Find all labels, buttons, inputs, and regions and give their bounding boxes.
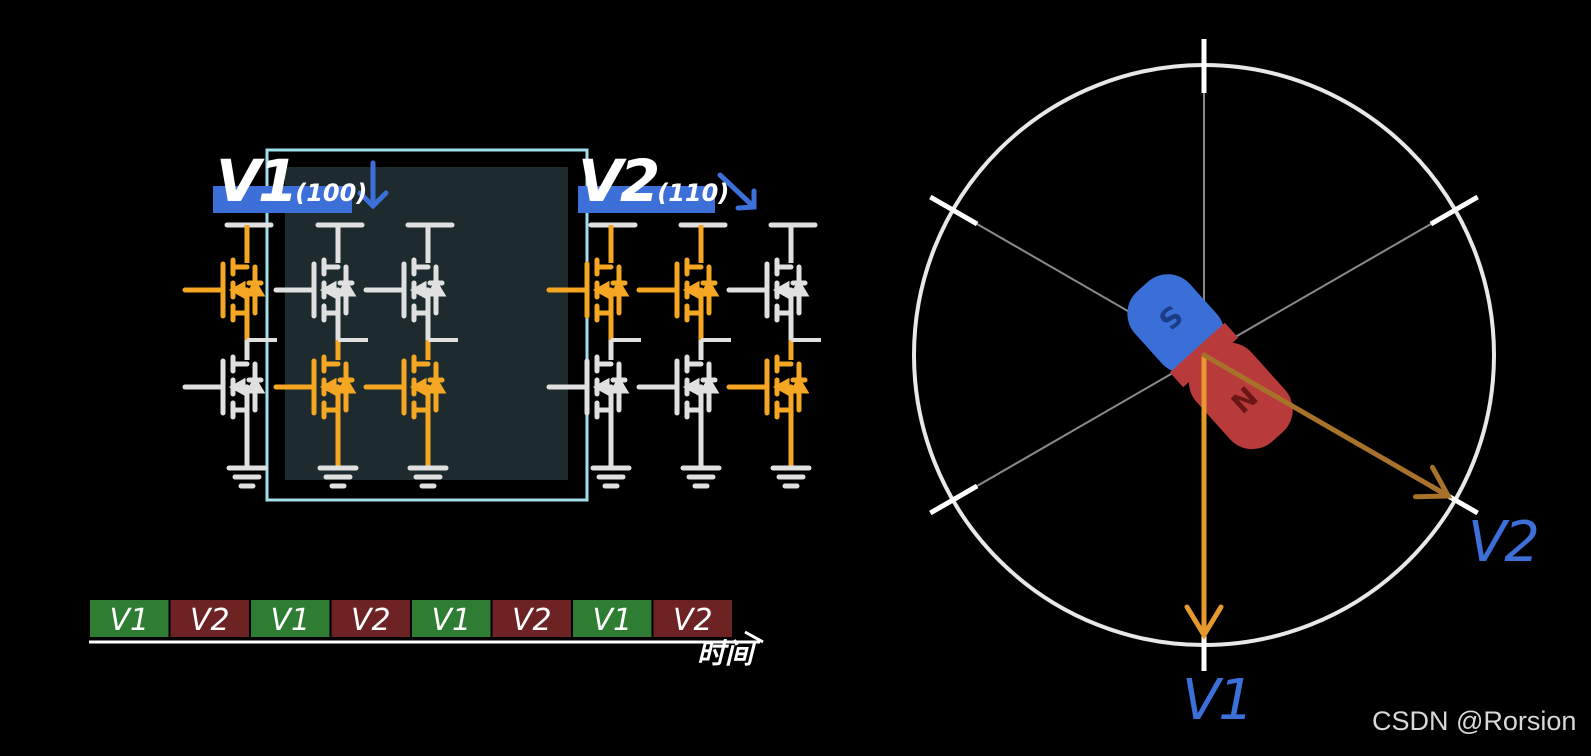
timeline-segment [90, 600, 169, 637]
timeline-segment [653, 600, 732, 637]
v1-label-bar [213, 186, 352, 213]
vector-v2-arrow-icon [1201, 352, 1453, 500]
inverter-leg [546, 222, 641, 489]
timeline-segment [412, 600, 491, 637]
vector-v2-label: V2 [1468, 510, 1540, 575]
upper-mosfet-icon [726, 257, 810, 323]
timeline-segment-label: V2 [512, 603, 552, 638]
timeline: V1 V2 V1 V2 V1 V2 V1 V2 [90, 600, 732, 638]
down-arrow-icon [357, 160, 389, 210]
sector-tick [929, 194, 979, 227]
v2-name: V2 [578, 147, 660, 215]
vector-v1-arrow-icon [1184, 352, 1224, 640]
inverter-leg [273, 222, 368, 489]
inverter-leg [363, 222, 458, 489]
sector-tick [929, 483, 979, 516]
lower-mosfet-icon [546, 354, 630, 420]
lower-mosfet-icon [726, 354, 810, 420]
sector-line [1203, 209, 1456, 356]
v1-name: V1 [216, 147, 298, 215]
sector-line [952, 354, 1205, 501]
inverter-leg [636, 222, 731, 489]
upper-mosfet-icon [546, 257, 630, 323]
timeline-segment-label: V2 [673, 603, 713, 638]
timeline-segment [331, 600, 410, 637]
timeline-segment [573, 600, 652, 637]
timeline-segment [170, 600, 249, 637]
lower-mosfet-icon [363, 354, 447, 420]
inverter-leg [182, 222, 277, 489]
sector-tick [1429, 194, 1479, 227]
ground-icon [407, 465, 449, 489]
ground-icon [680, 465, 722, 489]
v2-label: V2(110) [578, 152, 729, 210]
diagonal-arrow-icon [717, 172, 757, 211]
watermark: CSDN @Rorsion [1372, 706, 1577, 736]
magnet-north [1188, 342, 1293, 450]
lower-mosfet-icon [636, 354, 720, 420]
timeline-segment [251, 600, 330, 637]
v2-label-bar [578, 186, 715, 213]
v1-code: (100) [295, 179, 368, 207]
time-axis-label: 时间 [697, 637, 754, 670]
timeline-segment-label: V1 [592, 603, 632, 638]
timeline-segment [492, 600, 571, 637]
ground-icon [226, 465, 268, 489]
upper-mosfet-icon [636, 257, 720, 323]
timeline-segment-label: V1 [109, 603, 149, 638]
ground-icon [770, 465, 812, 489]
timeline-segment-label: V2 [351, 603, 391, 638]
v1-label: V1(100) [216, 152, 367, 210]
time-axis-arrowhead-icon [744, 630, 764, 644]
ground-icon [590, 465, 632, 489]
lower-mosfet-icon [182, 354, 266, 420]
timeline-segment-label: V1 [431, 603, 471, 638]
space-vector-diagram: SN [912, 39, 1496, 671]
timeline-segment-label: V2 [190, 603, 230, 638]
timeline-segment-label: V1 [270, 603, 310, 638]
v2-code: (110) [657, 179, 730, 207]
lower-mosfet-icon [273, 354, 357, 420]
highlight-window-frame [265, 148, 589, 502]
inverter-circuit [182, 222, 821, 489]
vector-v1-label: V1 [1182, 668, 1254, 733]
upper-mosfet-icon [273, 257, 357, 323]
inverter-leg [726, 222, 821, 489]
upper-mosfet-icon [363, 257, 447, 323]
ground-icon [317, 465, 359, 489]
upper-mosfet-icon [182, 257, 266, 323]
rotor-magnet-icon: SN [1127, 274, 1293, 450]
